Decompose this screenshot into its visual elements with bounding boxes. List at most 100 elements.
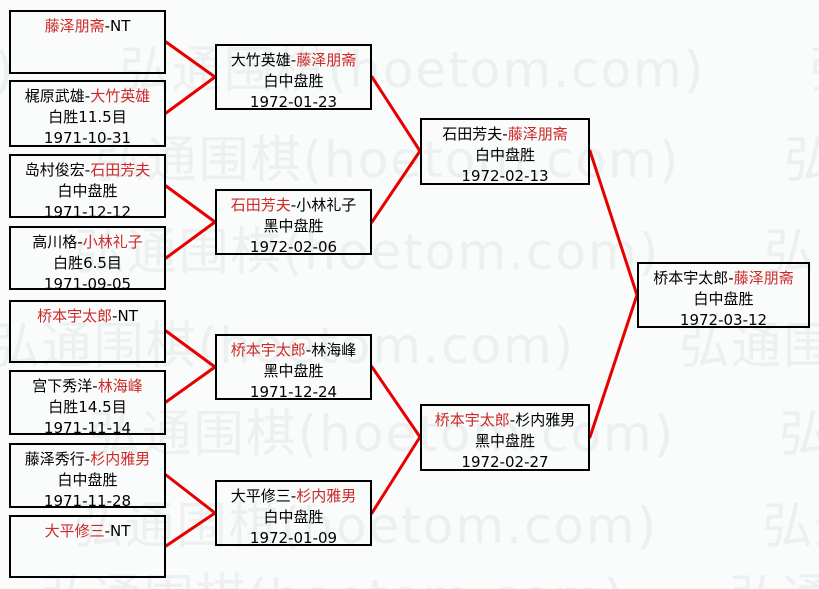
player-name: 藤泽朋斋	[44, 17, 105, 35]
match-date: 1971-12-24	[249, 383, 338, 401]
players-separator: -	[290, 196, 297, 214]
match-result: 白胜6.5目	[53, 254, 122, 272]
watermark-text: 弘通围棋(hoetom.com) 弘通围棋(hoetom.com) 弘通围棋(h…	[0, 131, 819, 189]
players-separator: -	[104, 17, 111, 35]
player-name: NT	[110, 17, 131, 35]
match-result: 黑中盘胜	[263, 217, 324, 235]
players-separator: -	[77, 233, 83, 251]
player-name: 石田芳夫	[442, 125, 503, 143]
player-name: 大竹英雄	[90, 87, 151, 105]
players-separator: -	[84, 161, 91, 179]
match-box-round1-3: 岛村俊宏-石田芳夫 白中盘胜 1971-12-12	[9, 154, 166, 221]
match-box-round1-2: 梶原武雄-大竹英雄 白胜11.5目 1971-10-31	[9, 80, 166, 147]
watermark-text: 弘通围棋(hoetom.com) 弘通围棋(hoetom.com) 弘通围棋(h…	[0, 41, 819, 99]
match-result: 白中盘胜	[57, 471, 118, 489]
watermark-text: 弘通围棋(hoetom.com) 弘通围棋(hoetom.com) 弘通围棋(h…	[0, 570, 819, 589]
match-date: 1971-11-14	[43, 419, 132, 437]
players-separator: -	[290, 487, 297, 505]
player-name: 大平修三	[230, 487, 291, 505]
bracket-line	[164, 329, 217, 369]
bracket-line	[588, 149, 639, 297]
match-result: 白中盘胜	[57, 182, 118, 200]
player-name: 高川格	[32, 233, 78, 251]
player-name: 桥本宇太郎	[434, 411, 510, 429]
player-name: 岛村俊宏	[24, 161, 85, 179]
players-separator: -	[84, 87, 91, 105]
match-date: 1972-02-06	[249, 238, 338, 256]
match-date: 1971-09-05	[43, 275, 132, 293]
match-result: 黑中盘胜	[474, 432, 535, 450]
match-result: 白中盘胜	[263, 72, 324, 90]
match-box-round2-4: 大平修三-杉内雅男 白中盘胜 1972-01-09	[215, 480, 372, 547]
match-players: 宫下秀洋-林海峰	[11, 376, 164, 397]
match-players: 岛村俊宏-石田芳夫	[11, 160, 164, 181]
match-box-final: 桥本宇太郎-藤泽朋斋 白中盘胜 1972-03-12	[637, 262, 810, 329]
player-name: 宫下秀洋	[32, 377, 93, 395]
player-name: 石田芳夫	[230, 196, 291, 214]
match-result: 白中盘胜	[474, 146, 535, 164]
player-name: NT	[110, 522, 131, 540]
match-players: 桥本宇太郎-藤泽朋斋	[639, 268, 808, 289]
match-date: 1972-01-23	[249, 93, 338, 111]
bracket-line	[164, 511, 217, 548]
player-name: 大平修三	[44, 522, 105, 540]
player-name: 藤泽朋斋	[296, 51, 357, 69]
match-box-round1-5: 桥本宇太郎-NT	[9, 300, 166, 363]
match-players: 大平修三-杉内雅男	[217, 486, 370, 507]
player-name: 桥本宇太郎	[653, 269, 729, 287]
match-date: 1971-11-28	[43, 492, 132, 510]
match-date: 1971-10-31	[43, 129, 132, 147]
match-box-round1-8: 大平修三-NT	[9, 515, 166, 578]
player-name: 桥本宇太郎	[230, 341, 306, 359]
match-players: 藤泽朋斋-NT	[11, 16, 164, 37]
match-players: 石田芳夫-藤泽朋斋	[422, 124, 588, 145]
player-name: 藤泽朋斋	[507, 125, 568, 143]
bracket-line	[370, 365, 422, 439]
player-name: 杉内雅男	[90, 450, 151, 468]
match-players: 石田芳夫-小林礼子	[217, 195, 370, 216]
players-separator: -	[509, 411, 516, 429]
match-box-semifinal-1: 石田芳夫-藤泽朋斋 白中盘胜 1972-02-13	[420, 118, 590, 185]
player-name: 杉内雅男	[515, 411, 576, 429]
watermark-text: 弘通围棋(hoetom.com) 弘通围棋(hoetom.com) 弘通围棋(h…	[0, 223, 819, 281]
match-players: 桥本宇太郎-林海峰	[217, 340, 370, 361]
match-box-round1-7: 藤泽秀行-杉内雅男 白中盘胜 1971-11-28	[9, 443, 166, 510]
match-date: 1972-02-27	[461, 453, 549, 471]
match-date: 1971-12-12	[43, 203, 132, 221]
bracket-line	[164, 473, 217, 515]
player-name: 小林礼子	[296, 196, 357, 214]
bracket-line	[588, 293, 639, 439]
match-box-semifinal-2: 桥本宇太郎-杉内雅男 黑中盘胜 1972-02-27	[420, 404, 590, 471]
match-players: 桥本宇太郎-NT	[11, 306, 164, 327]
bracket-line	[164, 365, 217, 404]
bracket-line	[370, 149, 422, 224]
match-result: 白胜11.5目	[48, 108, 127, 126]
player-name: 桥本宇太郎	[37, 307, 113, 325]
match-box-round2-2: 石田芳夫-小林礼子 黑中盘胜 1972-02-06	[215, 189, 372, 256]
player-name: 石田芳夫	[90, 161, 151, 179]
bracket-line	[164, 75, 217, 115]
player-name: 林海峰	[311, 341, 357, 359]
match-players: 高川格-小林礼子	[11, 232, 164, 253]
players-separator: -	[104, 522, 111, 540]
match-date: 1972-03-12	[679, 311, 768, 329]
bracket-line	[164, 184, 217, 224]
bracket-line	[164, 220, 217, 260]
bracket-line	[370, 75, 422, 153]
player-name: 林海峰	[97, 377, 143, 395]
player-name: 杉内雅男	[296, 487, 357, 505]
match-players: 大平修三-NT	[11, 521, 164, 542]
players-separator: -	[290, 51, 297, 69]
player-name: 藤泽朋斋	[733, 269, 794, 287]
player-name: 小林礼子	[82, 233, 143, 251]
match-players: 桥本宇太郎-杉内雅男	[422, 410, 588, 431]
match-date: 1972-01-09	[249, 529, 338, 547]
match-box-round1-6: 宫下秀洋-林海峰 白胜14.5目 1971-11-14	[9, 370, 166, 437]
match-result: 黑中盘胜	[263, 362, 324, 380]
match-players: 大竹英雄-藤泽朋斋	[217, 50, 370, 71]
players-separator: -	[92, 377, 98, 395]
players-separator: -	[112, 307, 118, 325]
bracket-line	[164, 40, 217, 79]
